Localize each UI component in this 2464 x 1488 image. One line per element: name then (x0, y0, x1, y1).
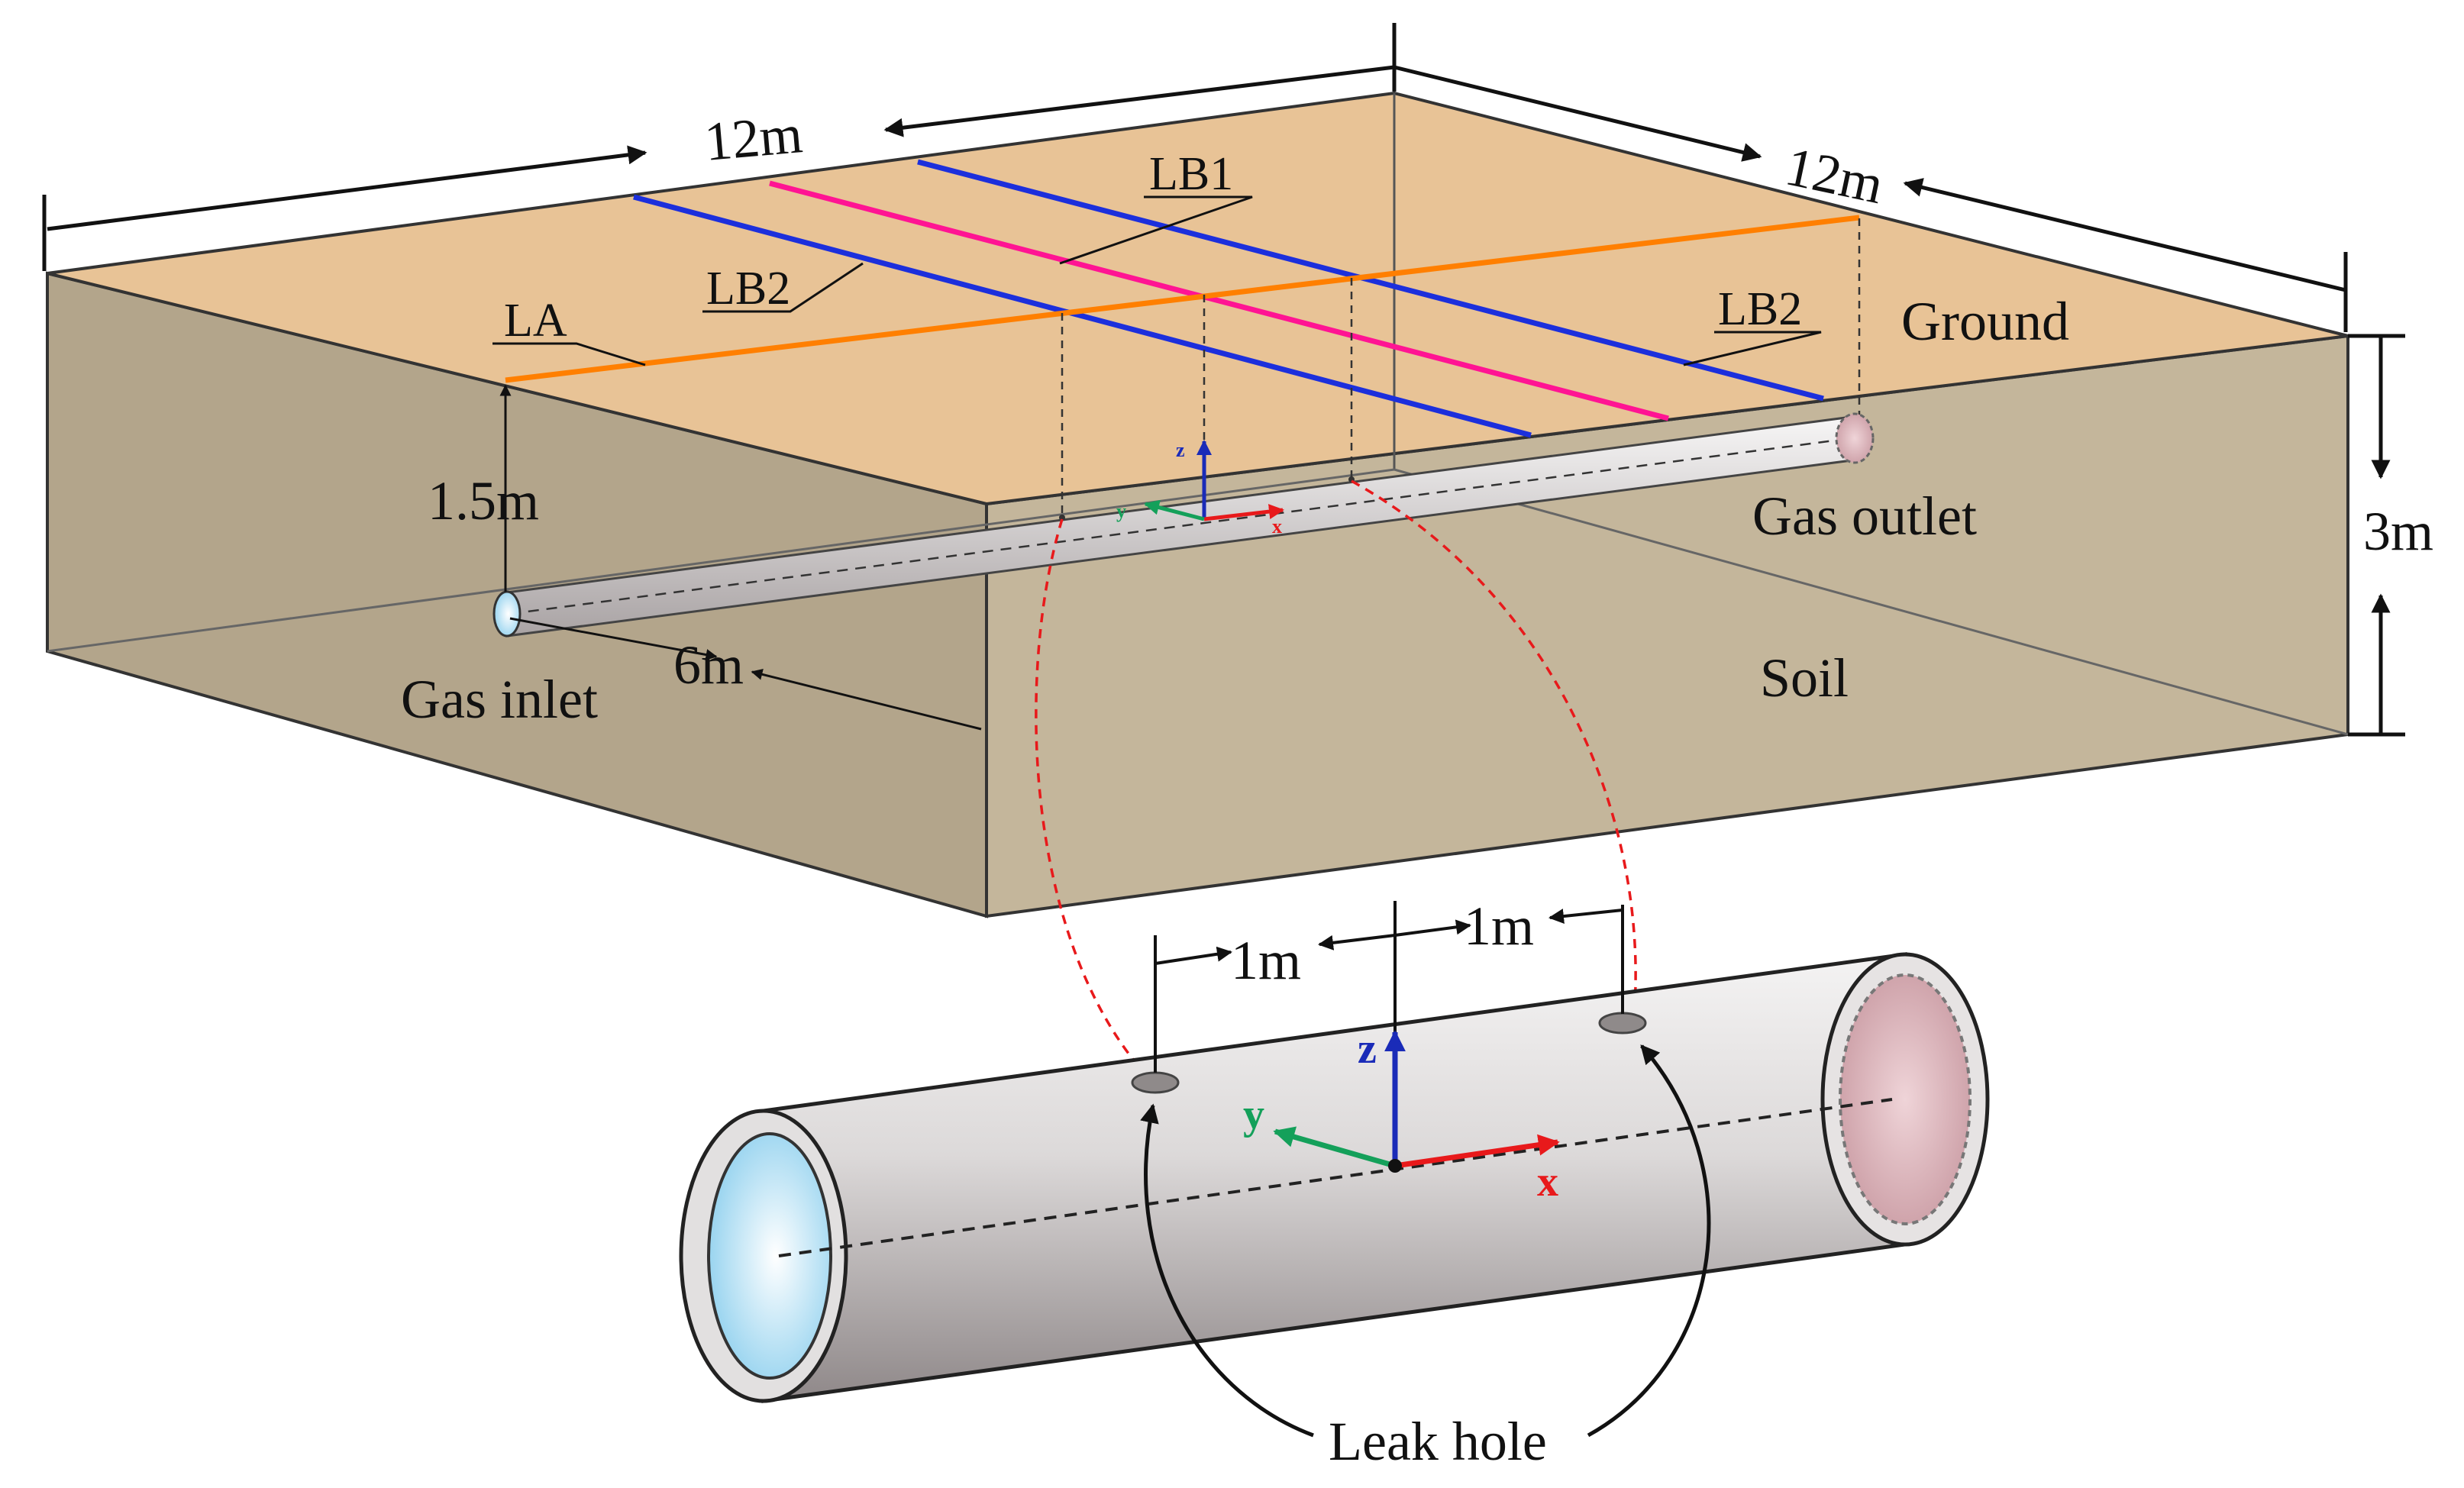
pipe-centerline (778, 1098, 1893, 1257)
axis-origin (1388, 1159, 1402, 1173)
line-lb2-right-label: LB2 (1718, 283, 1802, 335)
hidden-edge (1393, 468, 2349, 736)
axis-z-label: z (1358, 1025, 1377, 1073)
small-axis-z-label: z (1176, 439, 1185, 461)
dim-depth-label: 1.5m (428, 470, 539, 531)
pipe-far-end-inner (1839, 973, 1972, 1225)
small-axis-y (1144, 499, 1205, 521)
dim-height-label: 3m (2363, 501, 2433, 562)
spacing-dimension (1154, 901, 1624, 1160)
leak-hole-left (1131, 1071, 1180, 1094)
buried-pipe (492, 412, 1875, 637)
large-axes: z y x (1243, 1025, 1560, 1206)
line-lb2-right (917, 159, 1824, 402)
dimensions (42, 23, 2405, 737)
enlarged-pipe (679, 952, 1990, 1403)
line-lb1-label: LB1 (1149, 148, 1233, 200)
line-lb2-left-label: LB2 (706, 263, 790, 315)
hidden-edge (47, 468, 1395, 653)
line-lb2-left (633, 194, 1532, 438)
line-la-label: LA (504, 295, 567, 347)
gas-outlet-label: Gas outlet (1752, 486, 1977, 547)
axis-x-label: x (1537, 1158, 1558, 1206)
pipe-inlet-end (492, 590, 522, 637)
small-axes: z y x (1116, 439, 1284, 537)
dim-offset-label: 6m (673, 634, 744, 696)
ground-label: Ground (1901, 291, 2069, 352)
leak-hole-right (1598, 1012, 1647, 1034)
dim-length-label: 12m (702, 103, 805, 173)
spacing-left-label: 1m (1231, 930, 1301, 991)
axis-x (1394, 1134, 1560, 1169)
leak-link-curves (1035, 479, 1637, 1084)
small-axis-y-label: y (1116, 500, 1126, 522)
pipe-near-end-inner (707, 1132, 832, 1380)
axis-y (1273, 1126, 1396, 1169)
small-axis-x (1203, 504, 1284, 521)
axis-y-label: y (1243, 1091, 1264, 1138)
label-leaders (492, 195, 1822, 366)
projection-lines (1061, 218, 1861, 516)
line-la (505, 215, 1860, 383)
small-axis-x-label: x (1272, 515, 1282, 537)
leak-hole-label: Leak hole (1329, 1411, 1547, 1472)
leak-hole-pointers (1140, 1044, 1711, 1438)
spacing-right-label: 1m (1464, 896, 1534, 957)
survey-lines (505, 159, 1860, 438)
soil-label: Soil (1760, 647, 1849, 708)
line-lb1 (769, 180, 1669, 421)
inner-dimensions (499, 384, 982, 731)
pipe-outlet-end (1835, 412, 1875, 464)
gas-inlet-label: Gas inlet (401, 669, 598, 730)
